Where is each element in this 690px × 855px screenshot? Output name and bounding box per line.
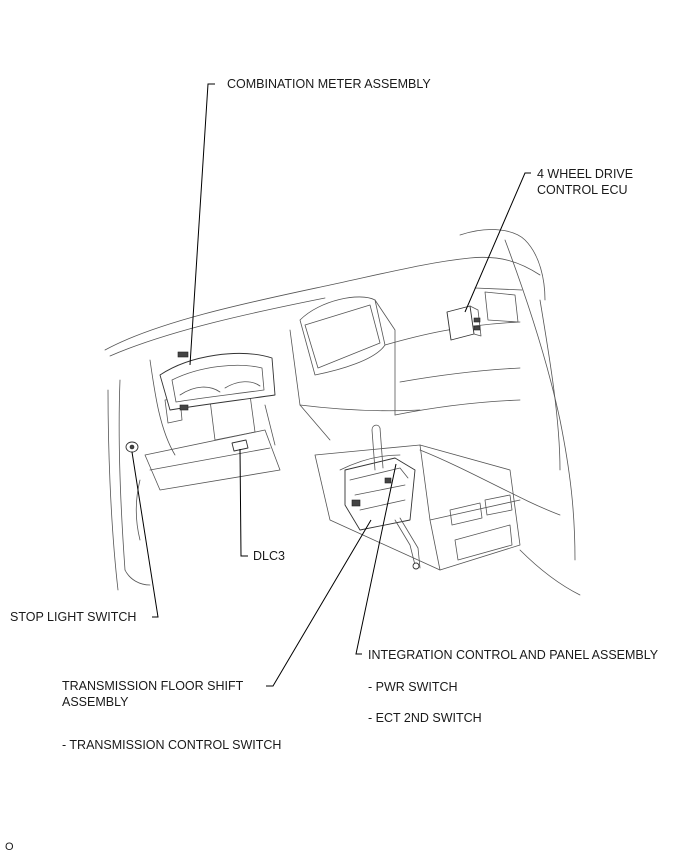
leader-transmission-shift [266,519,372,687]
leader-lines [131,83,531,687]
transmission-floor-shift-illustration [344,424,421,570]
label-transmission-shift-line2: ASSEMBLY [62,695,129,709]
label-transmission-control-switch: - TRANSMISSION CONTROL SWITCH [62,738,281,752]
stop-light-switch-illustration [125,441,139,453]
combination-meter-illustration [159,351,276,411]
label-four-wd-ecu-line1: 4 WHEEL DRIVE [537,167,633,181]
label-combination-meter: COMBINATION METER ASSEMBLY [227,77,431,91]
dlc3-illustration [231,439,249,452]
label-stop-light-switch: STOP LIGHT SWITCH [10,610,136,624]
dashboard-illustration [104,229,581,596]
leader-integration-control [355,463,397,655]
label-integration-control: INTEGRATION CONTROL AND PANEL ASSEMBLY [368,648,659,662]
leader-four-wd-ecu [464,172,531,313]
label-transmission-shift-line1: TRANSMISSION FLOOR SHIFT [62,679,244,693]
corner-mark: O [5,841,14,853]
label-four-wd-ecu-line2: CONTROL ECU [537,183,628,197]
leader-stop-light-switch [131,451,159,618]
label-ect-2nd-switch: - ECT 2ND SWITCH [368,711,482,725]
label-pwr-switch: - PWR SWITCH [368,680,458,694]
leader-dlc3 [239,448,248,557]
label-dlc3: DLC3 [253,549,285,563]
leader-combination-meter [189,83,215,366]
four-wheel-drive-ecu-illustration [446,305,482,341]
